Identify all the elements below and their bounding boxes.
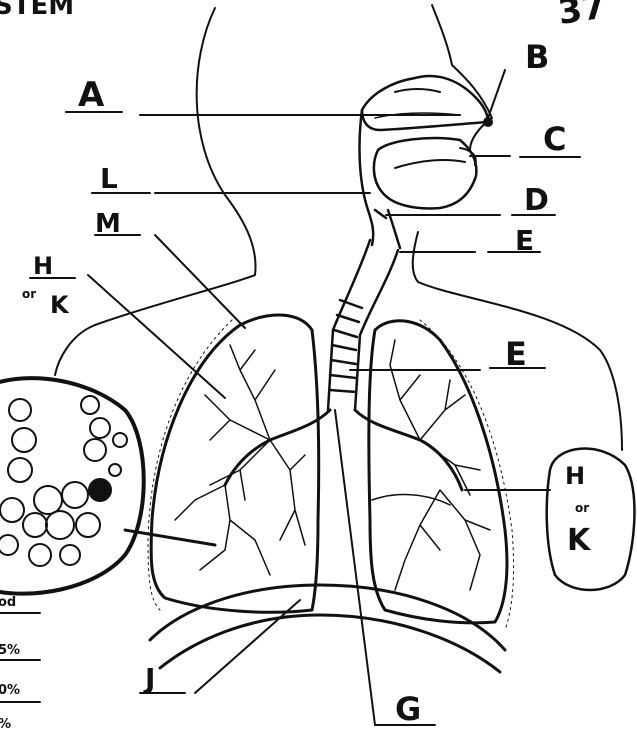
margin-fragment-1: od [0, 595, 16, 610]
page-number: 37 [556, 0, 608, 33]
label-h-right: H [565, 462, 585, 490]
leader-line-g [335, 410, 435, 725]
label-a: A [78, 75, 105, 115]
leader-line-b [488, 70, 505, 118]
label-e-lower: E [505, 335, 527, 373]
label-j: J [143, 662, 155, 695]
label-e-upper: E [515, 224, 534, 257]
label-g: G [395, 690, 421, 728]
oral-cavity [374, 138, 476, 208]
margin-fragment-2: 5% [0, 643, 20, 658]
trachea [328, 240, 398, 410]
diaphragm [150, 585, 505, 672]
right-bronchial-tree [390, 340, 490, 590]
label-c: C [543, 120, 566, 158]
label-k-left: K [50, 291, 70, 319]
label-or-left: or [22, 287, 36, 301]
label-b: B [525, 38, 549, 76]
left-lung [151, 315, 319, 612]
margin-fragment-4: % [0, 717, 11, 730]
label-h-left: H [33, 252, 53, 280]
label-d: D [524, 183, 549, 218]
leader-line-j [140, 600, 300, 693]
labels: A B C L D M E H or K E H or K J G [22, 38, 592, 728]
label-k-right: K [567, 523, 592, 558]
label-m: M [95, 209, 121, 239]
callout-bubble-right [547, 449, 635, 590]
alveoli-cluster [0, 396, 127, 566]
margin-fragments: od 5% 0% % [0, 595, 40, 730]
leader-line-m [95, 235, 245, 328]
margin-fragment-3: 0% [0, 683, 20, 698]
title-fragment: STEM [0, 0, 74, 21]
label-l: L [100, 162, 118, 195]
label-or-right: or [575, 501, 589, 515]
nasal-cavity [362, 76, 492, 130]
alveoli-magnifier [0, 378, 215, 594]
